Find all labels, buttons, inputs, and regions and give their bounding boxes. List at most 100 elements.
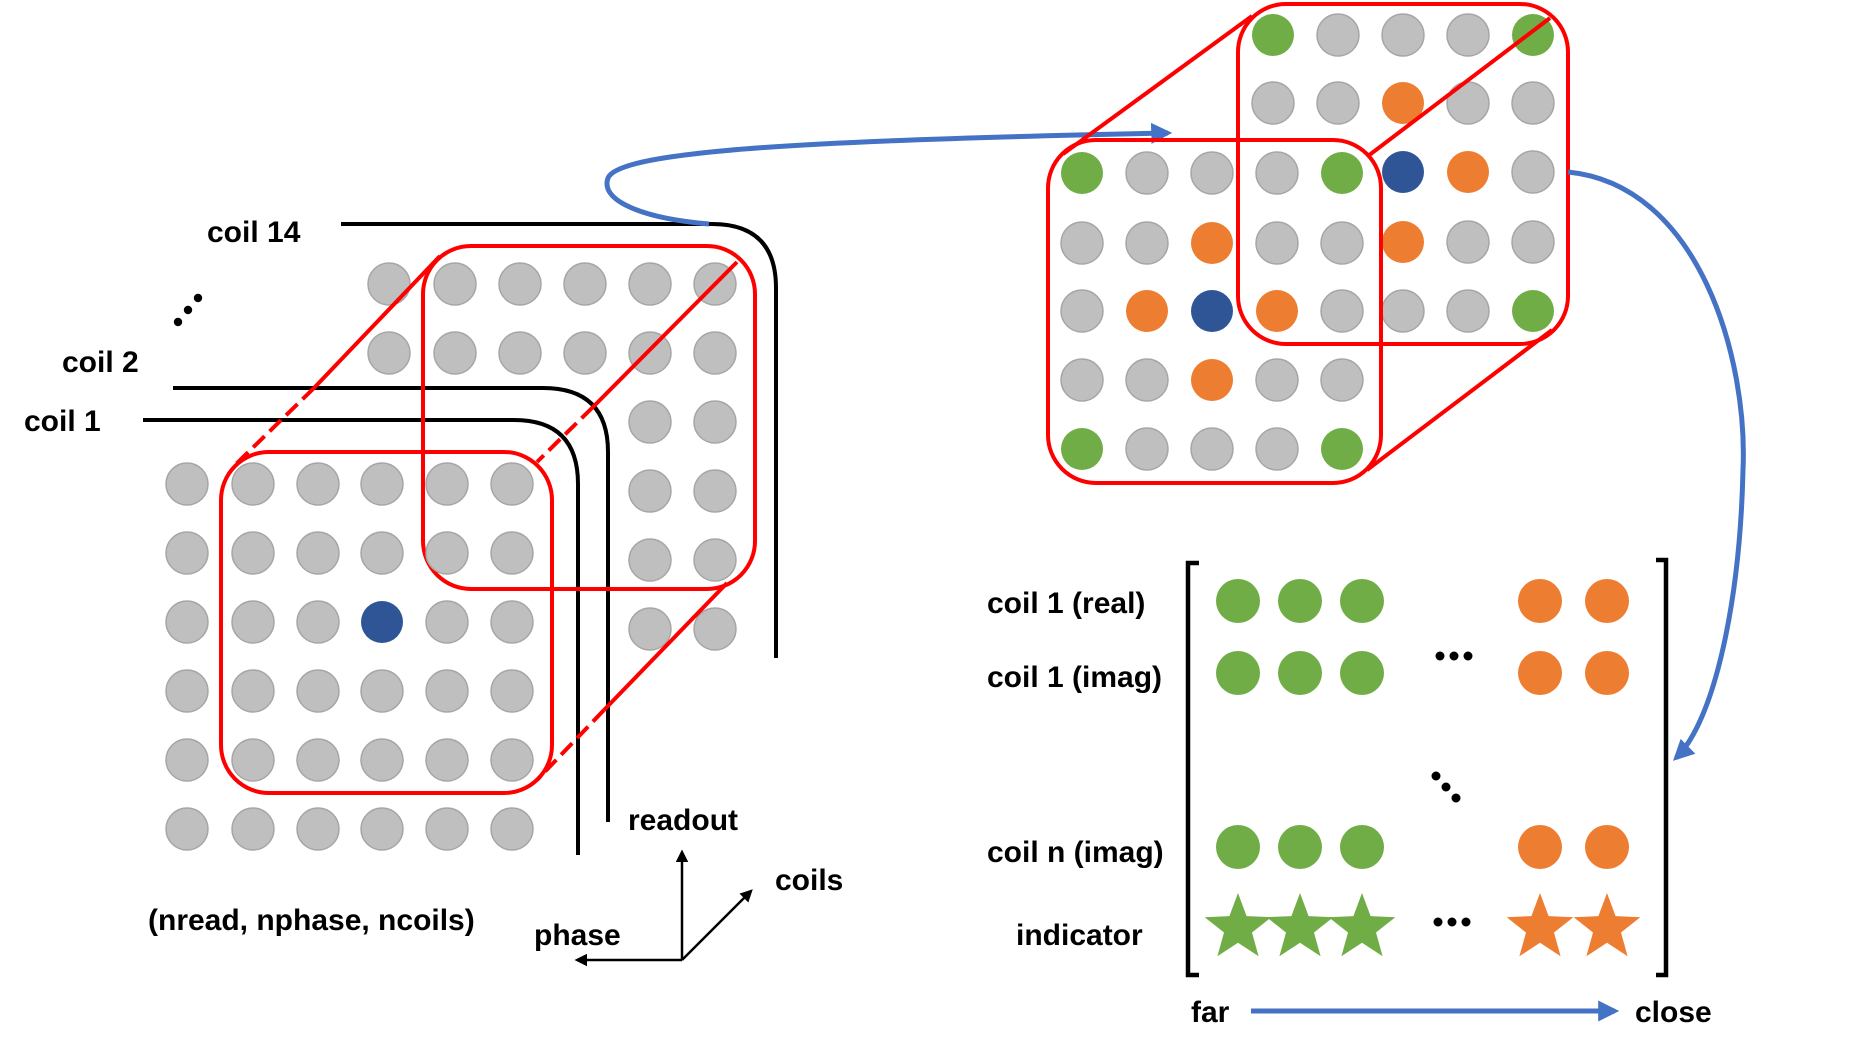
- grid-point-gray: [693, 400, 737, 444]
- feature-point-orange: [1585, 825, 1629, 869]
- feature-point-orange: [1518, 651, 1562, 695]
- grid-point-orange: [1382, 221, 1424, 263]
- patch-edge-diagonal: [1061, 14, 1254, 156]
- grid-point-gray: [1511, 220, 1555, 264]
- grid-point-gray: [1255, 427, 1299, 471]
- grid-point-orange: [1191, 222, 1233, 264]
- grid-point-gray: [490, 600, 534, 644]
- patch-edge-diagonal: [1365, 328, 1554, 472]
- grid-point-gray: [425, 738, 469, 782]
- grid-point-gray: [296, 738, 340, 782]
- coils-axis-label: coils: [775, 864, 843, 897]
- back-coil-grid: [367, 262, 737, 651]
- grid-point-green: [1321, 428, 1363, 470]
- indicator-star-orange: [1573, 893, 1641, 957]
- grid-point-orange: [1191, 359, 1233, 401]
- feature-matrix: coil 1 (real) coil 1 (imag) coil n (imag…: [987, 557, 1712, 1029]
- grid-point-gray: [296, 462, 340, 506]
- grid-point-gray: [165, 600, 209, 644]
- feature-point-green: [1340, 579, 1384, 623]
- grid-point-gray: [693, 469, 737, 513]
- grid-point-gray: [231, 531, 275, 575]
- grid-point-gray: [165, 531, 209, 575]
- grid-point-gray: [1190, 427, 1234, 471]
- grid-point-gray: [1446, 289, 1490, 333]
- coil-ellipsis-icon: [173, 293, 203, 327]
- extract-patch-arrow: [604, 122, 1173, 227]
- grid-point-gray: [1125, 151, 1169, 195]
- grid-point-gray: [498, 262, 542, 306]
- feature-point-green: [1278, 579, 1322, 623]
- grid-point-gray: [1446, 220, 1490, 264]
- feature-point-green: [1278, 651, 1322, 695]
- grid-point-gray: [1511, 150, 1555, 194]
- grid-point-gray: [296, 669, 340, 713]
- grid-point-gray: [165, 738, 209, 782]
- patch-edge-diagonal: [1366, 16, 1552, 158]
- grid-point-gray: [425, 807, 469, 851]
- indicator-star-green: [1328, 893, 1396, 957]
- grid-point-gray: [1255, 221, 1299, 265]
- grid-point-gray: [165, 807, 209, 851]
- grid-point-gray: [1060, 221, 1104, 265]
- grid-point-gray: [360, 669, 404, 713]
- grid-point-gray: [425, 669, 469, 713]
- grid-point-gray: [231, 738, 275, 782]
- grid-point-gray: [360, 738, 404, 782]
- grid-point-gray: [231, 669, 275, 713]
- grid-point-gray: [490, 531, 534, 575]
- grid-point-gray: [360, 462, 404, 506]
- grid-point-gray: [563, 262, 607, 306]
- grid-point-gray: [360, 807, 404, 851]
- feature-point-green: [1340, 825, 1384, 869]
- patch-cube: [1046, 2, 1570, 485]
- grid-point-gray: [1320, 289, 1364, 333]
- grid-point-gray: [498, 331, 542, 375]
- tensor-shape-label: (nread, nphase, ncoils): [148, 904, 475, 937]
- grid-point-green: [1512, 290, 1554, 332]
- grid-point-gray: [1255, 358, 1299, 402]
- grid-point-gray: [1446, 81, 1490, 125]
- patch-edge-diagonal-hidden: [231, 386, 316, 469]
- grid-point-gray: [360, 531, 404, 575]
- feature-point-orange: [1518, 579, 1562, 623]
- feature-point-green: [1278, 825, 1322, 869]
- grid-point-green: [1061, 152, 1103, 194]
- matrix-row-label: indicator: [1016, 919, 1143, 952]
- left-bracket: [1185, 560, 1199, 978]
- grid-point-green: [1252, 14, 1294, 56]
- grid-point-gray: [1125, 427, 1169, 471]
- indicator-star-orange: [1506, 893, 1574, 957]
- feature-point-orange: [1585, 651, 1629, 695]
- grid-point-gray: [231, 807, 275, 851]
- front-coil-grid: [165, 462, 534, 851]
- grid-point-gray: [367, 331, 411, 375]
- grid-point-gray: [1446, 13, 1490, 57]
- grid-point-gray: [1251, 81, 1295, 125]
- coil-14-label: coil 14: [207, 216, 301, 249]
- grid-point-gray: [433, 262, 477, 306]
- kspace-volume: coil 14 coil 2 coil 1 (nread, nphase, nc…: [24, 216, 843, 967]
- feature-point-green: [1216, 825, 1260, 869]
- grid-point-gray: [490, 462, 534, 506]
- feature-point-green: [1216, 579, 1260, 623]
- grid-point-gray: [1255, 151, 1299, 195]
- phase-axis-label: phase: [534, 919, 621, 952]
- grid-point-gray: [1320, 221, 1364, 265]
- far-label: far: [1191, 996, 1230, 1029]
- front-patch-face: [219, 450, 554, 795]
- grid-point-orange: [1447, 151, 1489, 193]
- grid-point-green: [1321, 152, 1363, 194]
- grid-point-gray: [1190, 151, 1234, 195]
- axes-triad: readout coils phase: [534, 804, 843, 967]
- patch-edge-diagonal: [602, 581, 729, 712]
- patch-edge-diagonal: [312, 254, 442, 390]
- grid-point-gray: [296, 600, 340, 644]
- close-label: close: [1635, 996, 1712, 1029]
- coil-14-line: [341, 222, 778, 658]
- grid-point-gray: [490, 669, 534, 713]
- patch-edge-diagonal: [591, 260, 739, 409]
- grid-point-gray: [425, 600, 469, 644]
- grid-point-gray: [628, 538, 672, 582]
